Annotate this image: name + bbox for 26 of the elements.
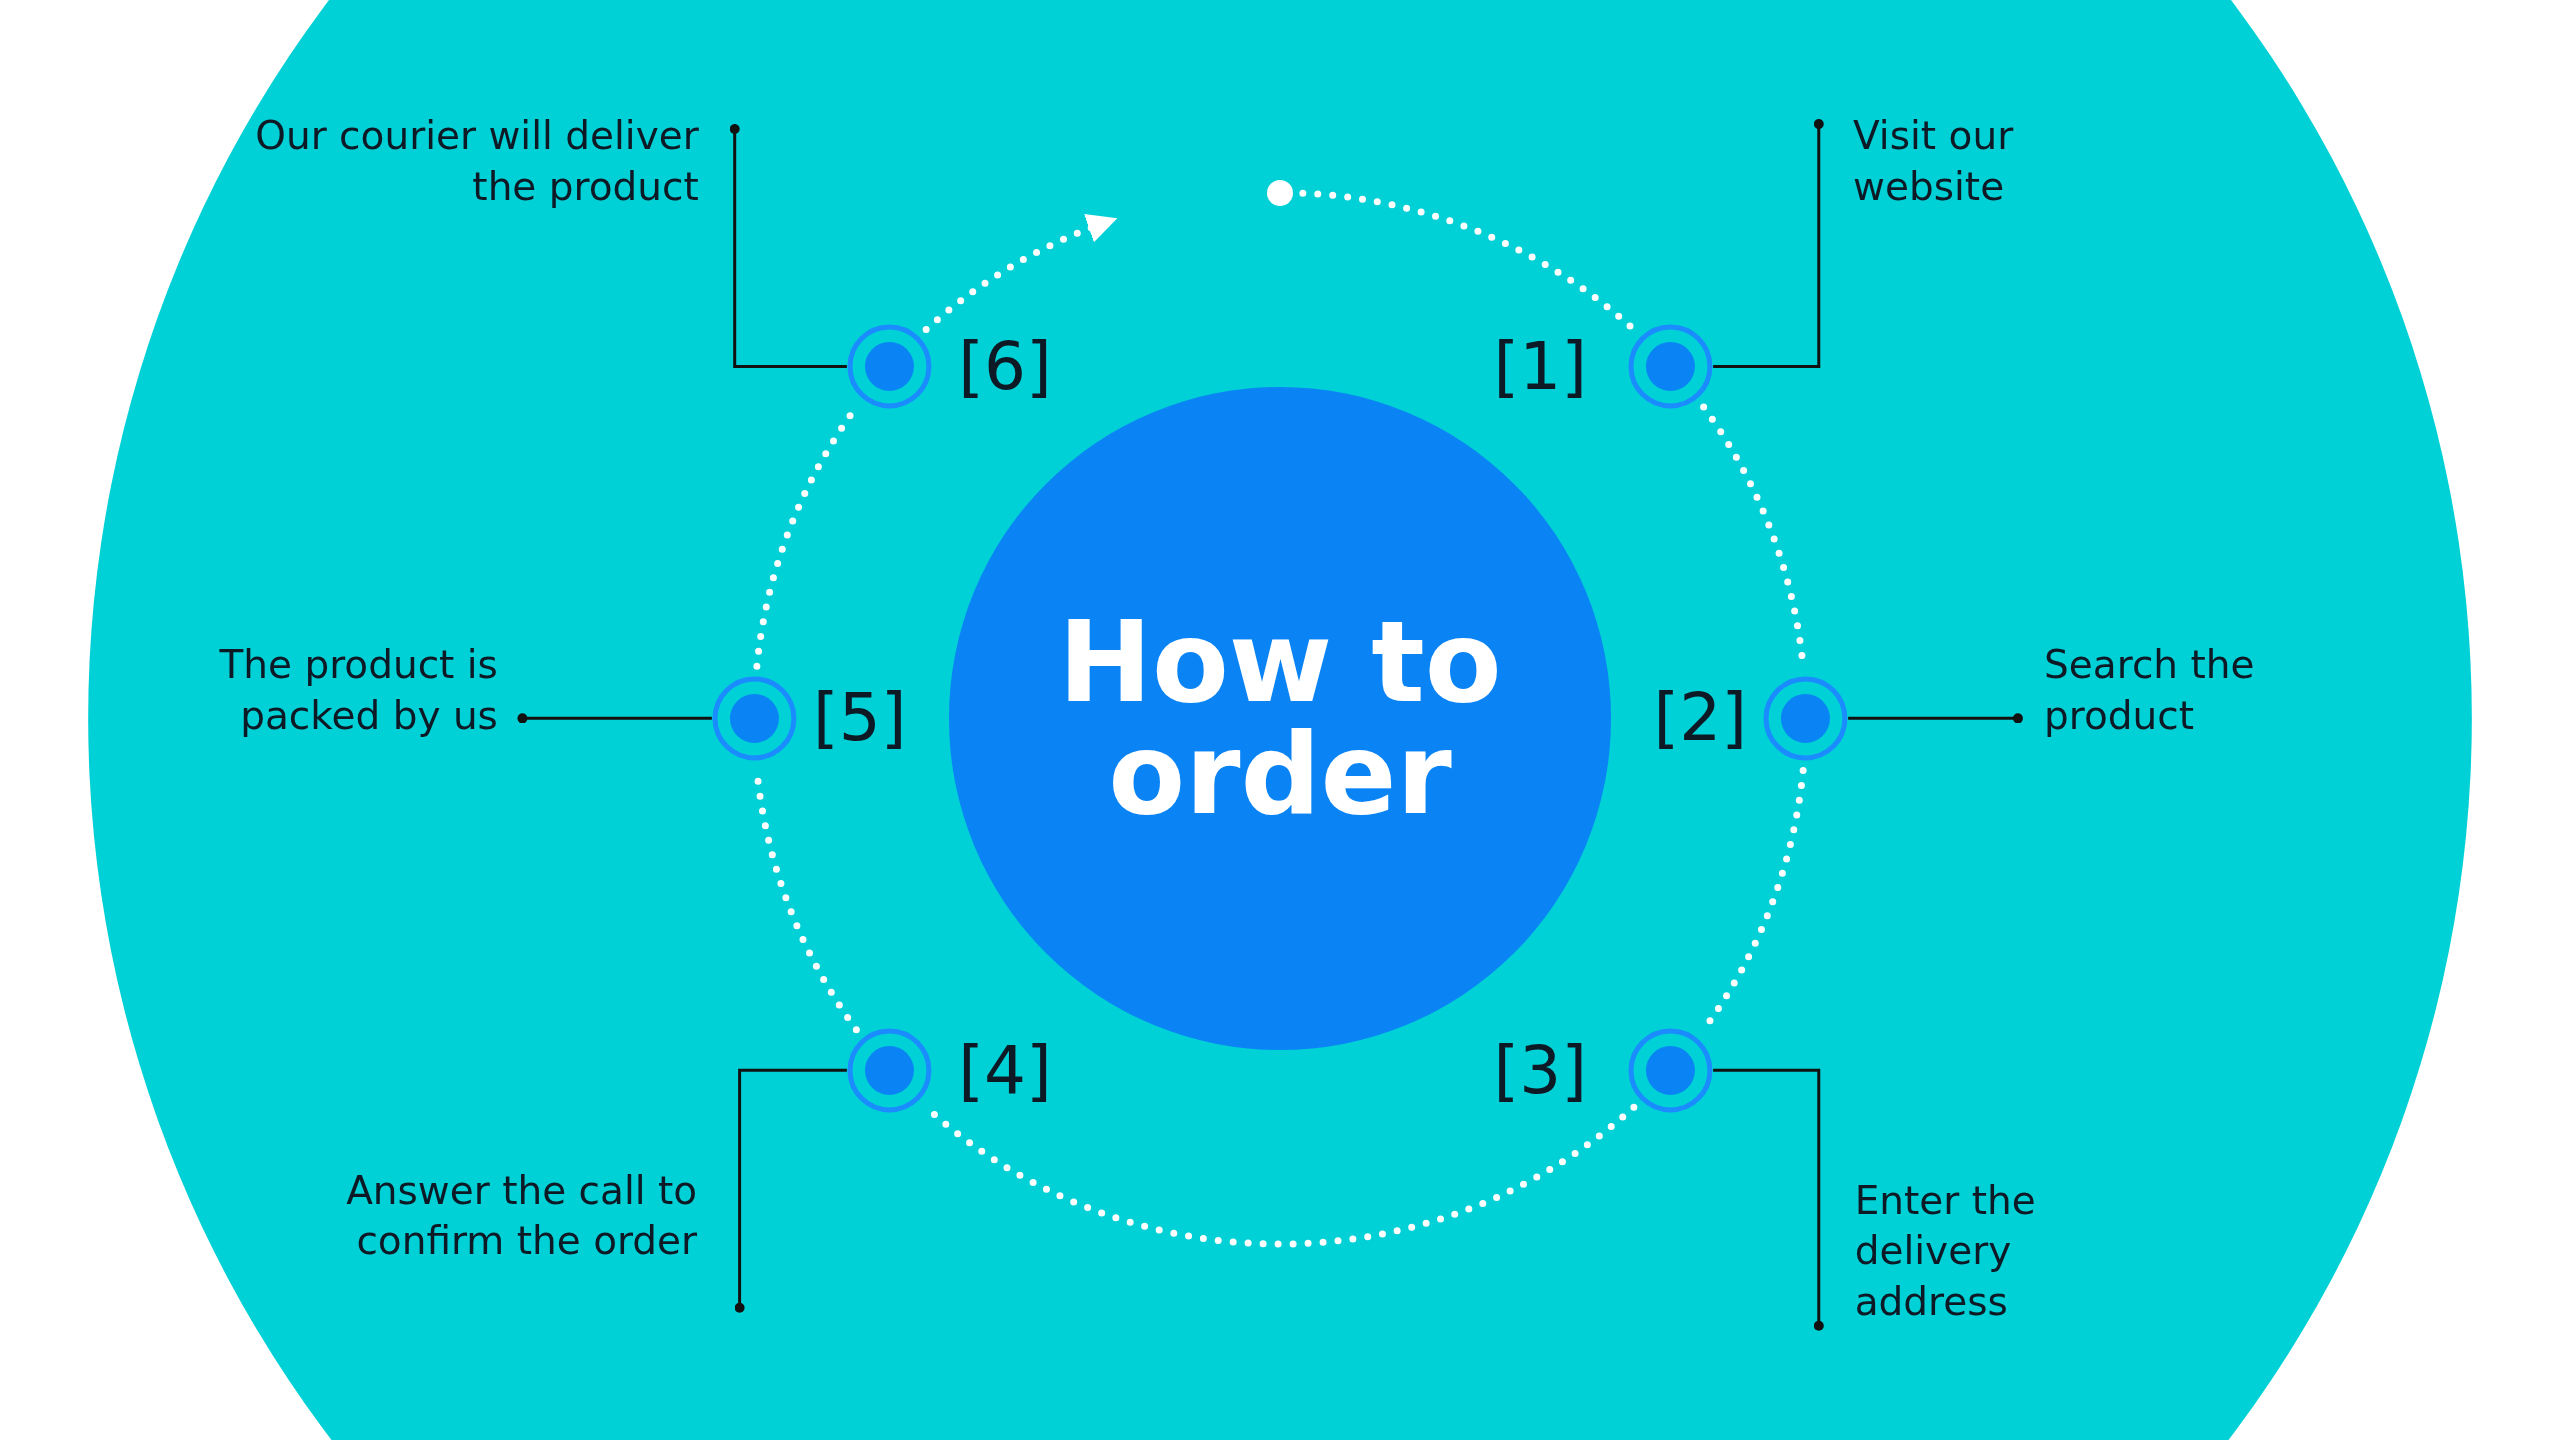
step-marker — [846, 324, 932, 410]
step-text: Our courier will deliver the product — [179, 111, 735, 213]
step-text: Visit our website — [1818, 111, 2162, 213]
step-number: [1] — [1493, 334, 1587, 401]
dotted-arrow — [922, 215, 1118, 334]
step-number: [6] — [958, 334, 1052, 401]
step-marker — [1628, 324, 1714, 410]
step-marker — [1763, 675, 1849, 761]
leader-line — [1848, 713, 2023, 724]
heading-text: How to order — [1057, 606, 1503, 831]
step-number: [3] — [1493, 1038, 1587, 1104]
step-text: Enter the delivery address — [1818, 1175, 2129, 1328]
step-text: Search the product — [2017, 640, 2312, 742]
leader-line — [517, 713, 712, 724]
step-marker — [846, 1027, 932, 1113]
leader-line — [734, 1068, 847, 1313]
step-number: [4] — [958, 1038, 1052, 1104]
step-text: Answer the call to confirm the order — [339, 1165, 740, 1268]
leader-line — [729, 124, 847, 369]
step-number: [2] — [1653, 685, 1747, 752]
leader-line — [1713, 1068, 1824, 1331]
step-marker — [1628, 1027, 1714, 1113]
step-text: The product is packed by us — [163, 640, 523, 742]
step-marker — [711, 675, 797, 761]
leader-line — [1713, 119, 1824, 369]
step-number: [5] — [813, 685, 907, 752]
